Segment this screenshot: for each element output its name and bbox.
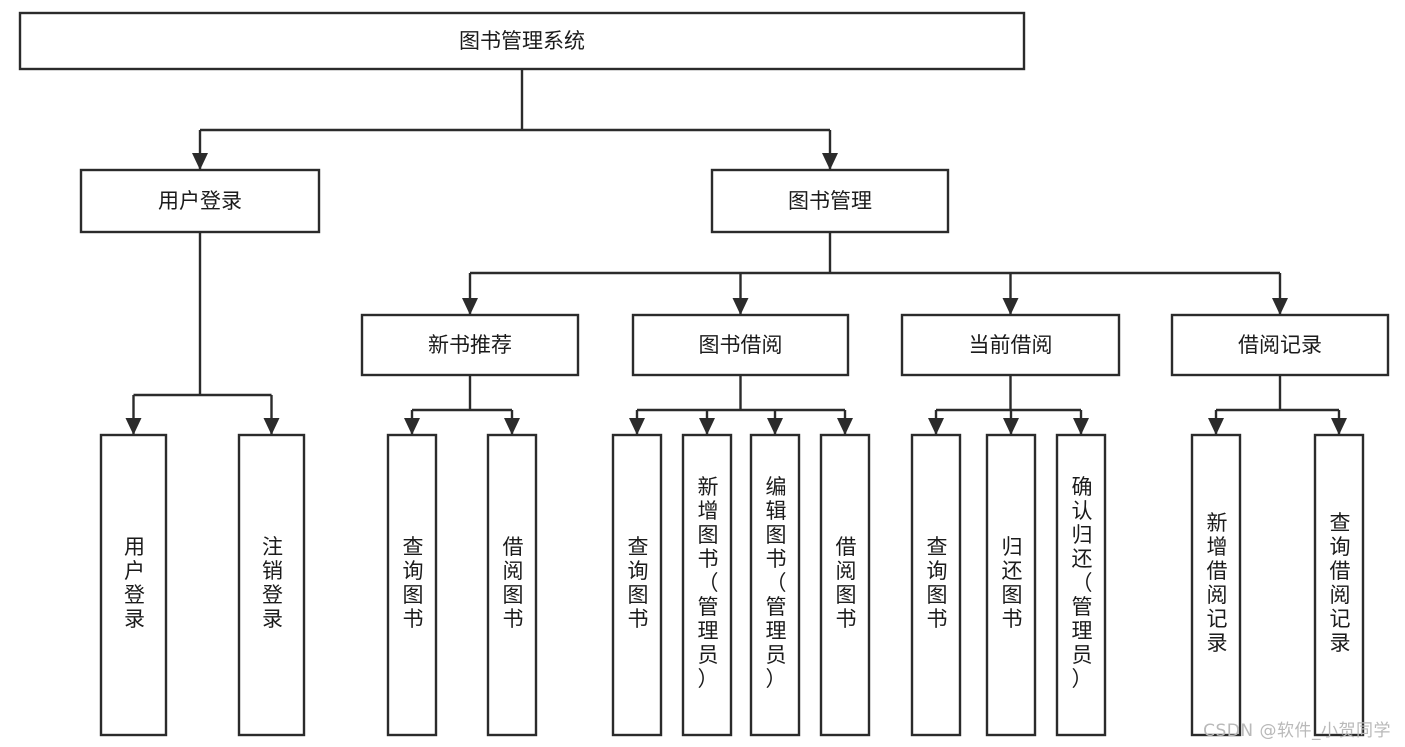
node-box-user-login-do xyxy=(99,433,168,737)
node-box-borrow-record xyxy=(1170,313,1390,377)
node-label-user-login-do: 用户登录 xyxy=(124,535,145,631)
node-borrow-edit-book[interactable]: 编辑图书（管理员） xyxy=(749,433,801,737)
node-new-book-recommend[interactable]: 新书推荐 xyxy=(360,313,580,377)
node-label-borrow-edit-book: 编辑图书（管理员） xyxy=(766,475,787,691)
conn-book-manage-arrow-1 xyxy=(732,298,749,315)
node-box-borrow-borrow-book xyxy=(819,433,871,737)
node-box-current-borrow xyxy=(900,313,1121,377)
node-recommend-borrow-book[interactable]: 借阅图书 xyxy=(486,433,538,737)
node-borrow-add-book[interactable]: 新增图书（管理员） xyxy=(681,433,733,737)
conn-user-login-arrow-0 xyxy=(125,418,142,435)
node-label-borrow-borrow-book: 借阅图书 xyxy=(836,535,857,631)
conn-root-arrow-1 xyxy=(822,153,838,170)
node-box-record-add xyxy=(1190,433,1242,737)
node-record-add[interactable]: 新增借阅记录 xyxy=(1190,433,1242,737)
node-label-book-borrow: 图书借阅 xyxy=(699,333,783,357)
node-label-recommend-query-book: 查询图书 xyxy=(403,535,424,631)
node-box-current-query-book xyxy=(910,433,962,737)
node-box-recommend-query-book xyxy=(386,433,438,737)
node-current-borrow[interactable]: 当前借阅 xyxy=(900,313,1121,377)
node-user-logout[interactable]: 注销登录 xyxy=(237,433,306,737)
node-label-current-confirm-return: 确认归还（管理员） xyxy=(1072,475,1093,691)
node-label-current-query-book: 查询图书 xyxy=(927,535,948,631)
node-current-confirm-return[interactable]: 确认归还（管理员） xyxy=(1055,433,1107,737)
node-label-user-login: 用户登录 xyxy=(158,189,242,213)
node-label-record-query: 查询借阅记录 xyxy=(1330,511,1351,655)
conn-book-borrow-arrow-1 xyxy=(699,418,715,435)
node-label-root: 图书管理系统 xyxy=(459,29,585,53)
node-box-user-logout xyxy=(237,433,306,737)
node-current-query-book[interactable]: 查询图书 xyxy=(910,433,962,737)
conn-book-manage-arrow-0 xyxy=(462,298,478,315)
node-label-borrow-add-book: 新增图书（管理员） xyxy=(698,475,719,691)
node-label-borrow-query-book: 查询图书 xyxy=(628,535,649,631)
conn-book-borrow-arrow-3 xyxy=(837,418,853,435)
conn-book-manage-arrow-3 xyxy=(1272,298,1288,315)
conn-root-arrow-0 xyxy=(192,153,208,170)
conn-current-borrow-arrow-0 xyxy=(928,418,944,435)
node-box-borrow-add-book xyxy=(681,433,733,737)
node-box-book-manage xyxy=(710,168,950,234)
node-record-query[interactable]: 查询借阅记录 xyxy=(1313,433,1365,737)
node-borrow-query-book[interactable]: 查询图书 xyxy=(611,433,663,737)
conn-new-book-recommend-arrow-0 xyxy=(404,418,420,435)
conn-current-borrow-arrow-1 xyxy=(1003,418,1019,435)
connectors-layer xyxy=(125,69,1347,435)
node-box-borrow-query-book xyxy=(611,433,663,737)
node-box-new-book-recommend xyxy=(360,313,580,377)
node-box-current-return-book xyxy=(985,433,1037,737)
conn-borrow-record-arrow-1 xyxy=(1331,418,1347,435)
conn-borrow-record-arrow-0 xyxy=(1208,418,1224,435)
node-box-user-login xyxy=(79,168,321,234)
nodes-layer: 图书管理系统用户登录图书管理用户登录注销登录新书推荐查询图书借阅图书图书借阅查询… xyxy=(18,11,1390,737)
node-user-login-do[interactable]: 用户登录 xyxy=(99,433,168,737)
node-book-manage[interactable]: 图书管理 xyxy=(710,168,950,234)
node-label-recommend-borrow-book: 借阅图书 xyxy=(503,535,524,631)
node-borrow-record[interactable]: 借阅记录 xyxy=(1170,313,1390,377)
node-root[interactable]: 图书管理系统 xyxy=(18,11,1026,71)
node-box-current-confirm-return xyxy=(1055,433,1107,737)
node-label-current-return-book: 归还图书 xyxy=(1002,535,1023,631)
node-label-user-logout: 注销登录 xyxy=(262,535,283,631)
conn-book-borrow-arrow-0 xyxy=(629,418,645,435)
node-box-book-borrow xyxy=(631,313,850,377)
node-box-root xyxy=(18,11,1026,71)
node-label-borrow-record: 借阅记录 xyxy=(1238,333,1322,357)
node-label-current-borrow: 当前借阅 xyxy=(969,333,1053,357)
conn-new-book-recommend-arrow-1 xyxy=(504,418,520,435)
conn-current-borrow-arrow-2 xyxy=(1073,418,1089,435)
node-recommend-query-book[interactable]: 查询图书 xyxy=(386,433,438,737)
node-user-login[interactable]: 用户登录 xyxy=(79,168,321,234)
node-label-book-manage: 图书管理 xyxy=(788,189,872,213)
node-label-record-add: 新增借阅记录 xyxy=(1207,511,1228,655)
node-book-borrow[interactable]: 图书借阅 xyxy=(631,313,850,377)
node-box-recommend-borrow-book xyxy=(486,433,538,737)
node-box-record-query xyxy=(1313,433,1365,737)
node-label-new-book-recommend: 新书推荐 xyxy=(428,333,512,357)
conn-book-manage-arrow-2 xyxy=(1002,298,1019,315)
node-current-return-book[interactable]: 归还图书 xyxy=(985,433,1037,737)
watermark-credit: CSDN @软件_小贺同学 xyxy=(1203,721,1391,741)
node-borrow-borrow-book[interactable]: 借阅图书 xyxy=(819,433,871,737)
node-box-borrow-edit-book xyxy=(749,433,801,737)
conn-book-borrow-arrow-2 xyxy=(767,418,783,435)
conn-user-login-arrow-1 xyxy=(263,418,280,435)
